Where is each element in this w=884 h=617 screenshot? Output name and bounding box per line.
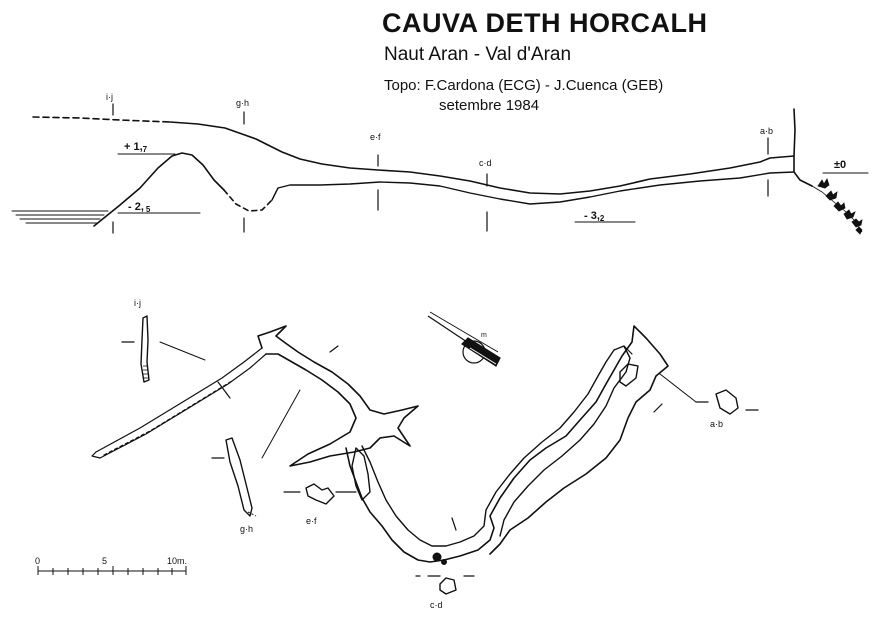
depth-minus-three-sub: 2: [600, 214, 605, 223]
vegetation-icon: [811, 178, 863, 235]
scale-bar: [37, 566, 187, 575]
plan-pillar-east: [619, 363, 639, 387]
profile-ceiling: [169, 121, 795, 195]
plan-entrance-passage: [91, 347, 267, 459]
survey-subtitle: Naut Aran - Val d'Aran: [384, 44, 572, 65]
plan-boulder-2: [441, 559, 447, 565]
profile-entrance-wall: [793, 108, 813, 187]
scale-tick-10: 10m.: [167, 556, 187, 566]
profile-label-gh: g·h: [236, 98, 249, 108]
plan-view: [91, 325, 759, 577]
scale-tick-0: 0: [35, 556, 40, 566]
depth-plus-one-value: + 1,: [124, 141, 143, 153]
depth-label-zero: ±0: [834, 159, 846, 171]
plan-label-ab: a·b: [710, 419, 723, 429]
plan-label-ij: i·j: [134, 298, 141, 308]
survey-credits: Topo: F.Cardona (ECG) - J.Cuenca (GEB): [384, 77, 664, 94]
water-hatching: [11, 210, 109, 224]
depth-label-plus-one: + 1,7: [124, 141, 148, 154]
profile-label-cd: c·d: [479, 158, 492, 168]
scale-tick-5: 5: [102, 556, 107, 566]
survey-date: setembre 1984: [439, 97, 540, 114]
profile-label-ij: i·j: [106, 92, 113, 102]
plan-label-cd: c·d: [430, 600, 443, 610]
longitudinal-profile: [11, 103, 869, 234]
cross-sections: [140, 315, 739, 595]
depth-plus-one-sub: 7: [143, 145, 148, 154]
svg-text:m: m: [481, 332, 487, 339]
section-ab-shape: [715, 389, 739, 415]
plan-pillar-west: [351, 447, 371, 501]
plan-main-passage-inner: [361, 345, 631, 547]
plan-label-gh: g·h: [240, 524, 253, 534]
depth-label-minus-three: - 3,2: [584, 210, 605, 223]
depth-label-minus-two: - 2,5: [128, 201, 151, 214]
profile-label-ef: e·f: [370, 132, 381, 142]
depth-minus-two-sub: 5: [146, 205, 151, 214]
plan-boulder: [432, 552, 442, 562]
section-ij-shape: [140, 315, 150, 383]
profile-floor-dashed: [223, 189, 273, 212]
profile-floor-main: [271, 171, 795, 205]
plan-main-passage-west: [345, 325, 669, 563]
profile-label-ab: a·b: [760, 126, 773, 136]
section-ef-shape: [305, 483, 335, 505]
section-cd-shape: [439, 577, 457, 595]
profile-floor: [93, 152, 225, 227]
section-gh-shape: [225, 437, 253, 517]
compass-needle-icon: m: [427, 311, 501, 367]
plan-upper-junction: [257, 325, 419, 467]
depth-minus-three-value: - 3,: [584, 210, 600, 222]
survey-title: CAUVA DETH HORCALH: [382, 8, 708, 38]
plan-label-ef: e·f: [306, 516, 317, 526]
profile-ceiling-dashed: [32, 116, 171, 123]
depth-minus-two-value: - 2,: [128, 201, 144, 213]
